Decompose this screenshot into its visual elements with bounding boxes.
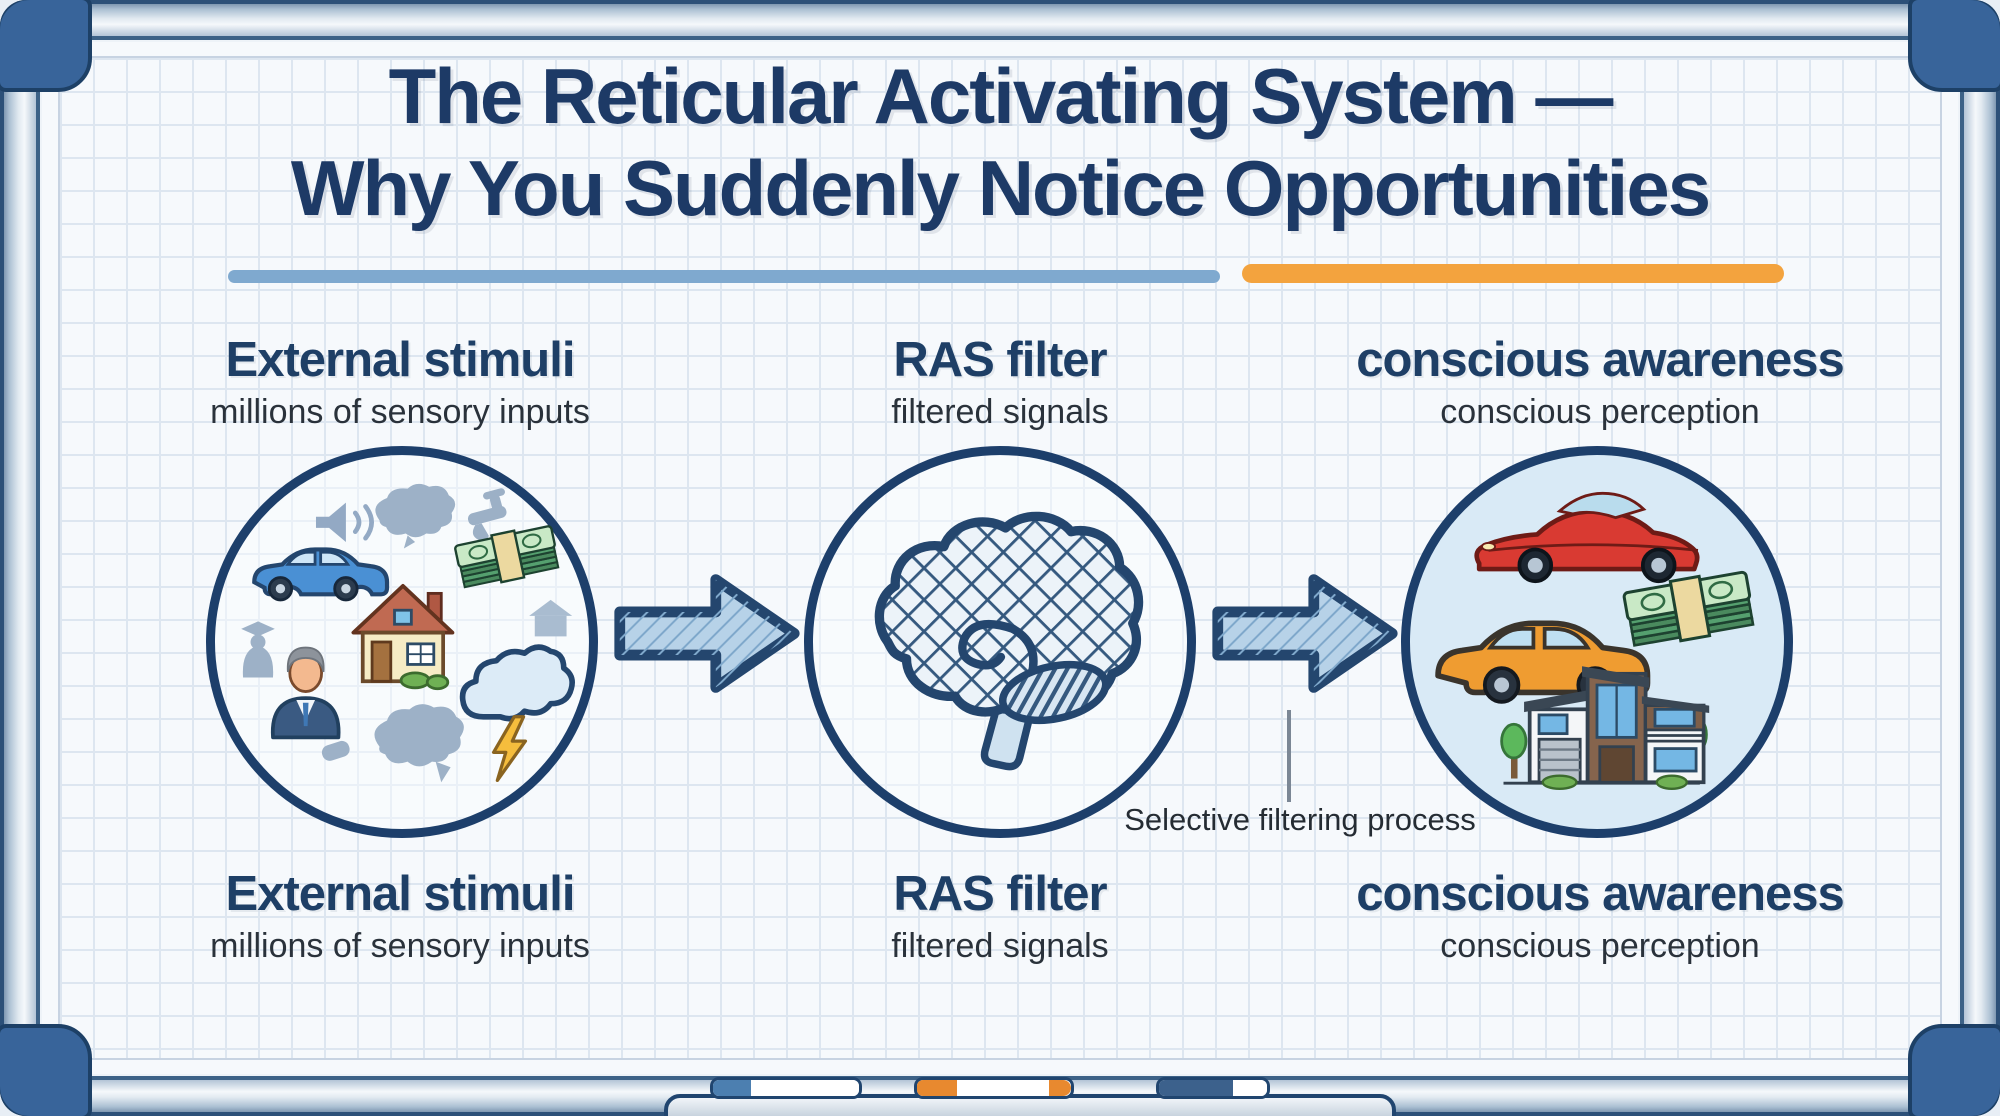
title-line-1: The Reticular Activating System — [388, 52, 1614, 140]
whiteboard-frame-left [0, 0, 40, 1116]
orange-marker-body [957, 1080, 1049, 1096]
step-header-external-stimuli-top: External stimuli millions of sensory inp… [130, 332, 670, 432]
navy-marker-body [1159, 1080, 1233, 1096]
step-title: RAS filter [893, 867, 1107, 921]
step-header-ras-filter-bottom: RAS filter filtered signals [740, 866, 1260, 966]
filtering-process-label: Selective filtering process [1124, 802, 1476, 837]
conscious-awareness-circle [1401, 446, 1793, 838]
step-title: RAS filter [893, 333, 1107, 387]
step-header-conscious-awareness-bottom: conscious awareness conscious perception [1300, 866, 1900, 966]
noise-blob-icon [321, 704, 464, 783]
frame-corner-bottom-right [1908, 1024, 2000, 1116]
orange-marker-tip [1049, 1080, 1071, 1096]
title-underline-blue [228, 270, 1220, 283]
navy-marker-cap [1233, 1080, 1267, 1096]
external-stimuli-circle [206, 446, 598, 838]
frame-corner-top-right [1908, 0, 2000, 92]
step-subtitle: millions of sensory inputs [210, 927, 590, 965]
whiteboard-frame-right [1960, 0, 2000, 1116]
step-subtitle: conscious perception [1440, 393, 1760, 431]
money-stack-icon [454, 525, 560, 589]
house-silhouette-icon [529, 599, 573, 637]
filtering-pointer-line [1287, 710, 1291, 802]
blue-marker [710, 1077, 862, 1099]
step-header-conscious-awareness-top: conscious awareness conscious perception [1300, 332, 1900, 432]
step-subtitle: conscious perception [1440, 927, 1760, 965]
whiteboard-frame-top [0, 0, 2000, 40]
step-title: External stimuli [225, 333, 576, 387]
step-subtitle: filtered signals [891, 927, 1109, 965]
speaker-icon [315, 502, 374, 542]
step-title: conscious awareness [1356, 867, 1845, 921]
step-title: conscious awareness [1356, 333, 1845, 387]
page-title: The Reticular Activating System —Why You… [0, 50, 2000, 234]
businessman-icon [270, 646, 341, 740]
storm-cloud-lightning-icon [459, 644, 575, 783]
frame-corner-bottom-left [0, 1024, 92, 1116]
flow-arrow-filter-to-awareness [1212, 574, 1398, 693]
blue-marker-body [751, 1080, 859, 1096]
faucet-icon [467, 488, 507, 541]
red-sports-car-icon [1474, 491, 1700, 584]
navy-marker [1156, 1077, 1270, 1099]
frame-corner-top-left [0, 0, 92, 92]
noise-blob-icon [375, 483, 456, 549]
title-underline-orange [1242, 264, 1784, 283]
orange-marker-cap [917, 1080, 957, 1096]
flow-arrow-stimuli-to-filter [614, 574, 800, 693]
blue-car-icon [252, 547, 390, 602]
step-subtitle: filtered signals [891, 393, 1109, 431]
modern-house-icon [1500, 666, 1710, 790]
blue-marker-cap [713, 1080, 751, 1096]
step-title: External stimuli [225, 867, 576, 921]
step-header-external-stimuli-bottom: External stimuli millions of sensory inp… [130, 866, 670, 966]
graduate-silhouette-icon [241, 621, 275, 678]
orange-marker [914, 1077, 1074, 1099]
step-header-ras-filter-top: RAS filter filtered signals [740, 332, 1260, 432]
ras-filter-circle [804, 446, 1196, 838]
brain-mesh-icon [874, 511, 1144, 771]
title-line-2: Why You Suddenly Notice Opportunities [290, 144, 1711, 233]
money-stack-icon [1622, 570, 1755, 647]
house-icon [351, 584, 455, 691]
step-subtitle: millions of sensory inputs [210, 393, 590, 431]
